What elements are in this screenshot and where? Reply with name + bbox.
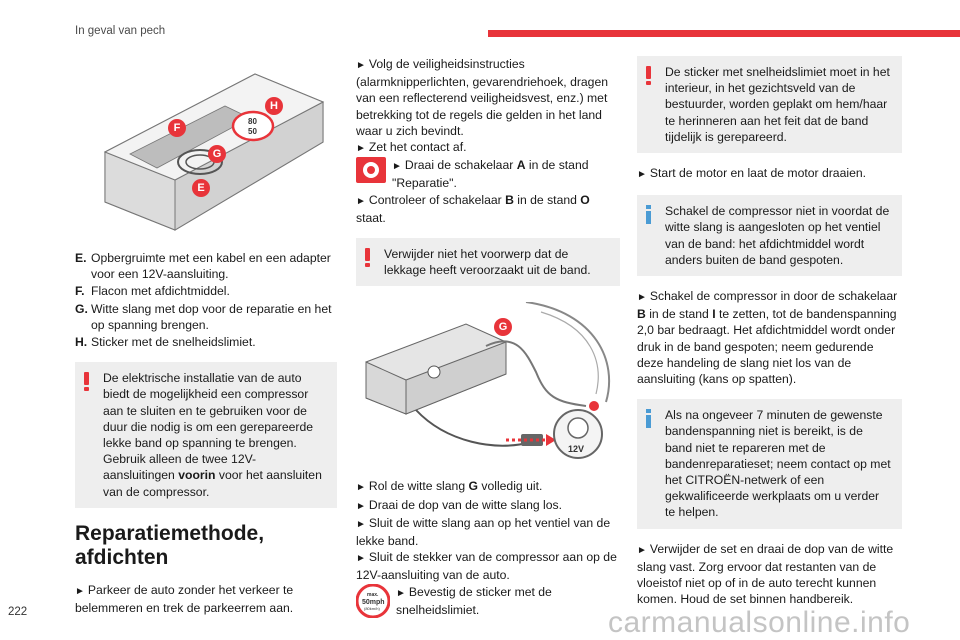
speed-label-top: 80	[248, 117, 257, 126]
step-plug: ►Sluit de stekker van de compressor aan …	[356, 550, 617, 583]
callout-g: G	[494, 318, 512, 337]
info-box-pressure: Als na ongeveer 7 minuten de gewenste ba…	[637, 399, 902, 529]
section-header: In geval van pech	[75, 25, 166, 37]
header-accent-bar	[488, 30, 960, 37]
svg-text:50mph: 50mph	[362, 599, 385, 606]
warning-text-2: Gebruik alleen de twee 12V-aansluitingen…	[103, 452, 322, 499]
warning-text: De sticker met snelheidslimiet moet in h…	[665, 65, 890, 144]
callout-e: E	[192, 179, 210, 197]
column-middle: ►Volg de veiligheidsinstructies (alarmkn…	[356, 56, 620, 618]
info-text: Als na ongeveer 7 minuten de gewenste ba…	[665, 408, 891, 520]
step-switch-b: ►Controleer of schakelaar B in de stand …	[356, 192, 590, 225]
legend-item: F. Flacon met afdichtmiddel.	[75, 284, 230, 299]
legend-item: G. Witte slang met dop voor de reparatie…	[75, 301, 332, 332]
warning-box-sticker: De sticker met snelheidslimiet moet in h…	[637, 56, 902, 154]
step-ignition-off: ►Zet het contact af.	[356, 140, 467, 155]
warning-icon	[646, 66, 651, 85]
column-left: 80 50 F H G E E. Opbergruimte met een ka…	[75, 62, 337, 616]
repair-kit-illustration: 80 50	[75, 62, 337, 242]
speed-sticker-icon: max. 50mph (80km/h)	[356, 583, 390, 618]
callout-g: G	[208, 145, 226, 163]
socket-label: 12V	[568, 444, 584, 454]
callout-f: F	[168, 119, 186, 137]
repair-kit-figure: 80 50 F H G E	[75, 62, 337, 242]
step-remove-kit: ►Verwijder de set en draai de dop van de…	[637, 541, 894, 607]
repair-switch-icon	[356, 157, 386, 184]
info-box-compressor: Schakel de compressor niet in voordat de…	[637, 195, 902, 277]
callout-h: H	[265, 97, 283, 115]
watermark: carmanualsonline.info	[608, 606, 911, 639]
section-title: Reparatiemethode, afdichten	[75, 521, 265, 569]
step-compressor-on: ►Schakel de compressor in door de schake…	[637, 289, 898, 387]
step-list: ►Rol de witte slang G volledig uit. ►Dra…	[356, 478, 620, 618]
component-legend: E. Opbergruimte met een kabel en een ada…	[75, 250, 337, 350]
info-icon	[646, 205, 651, 225]
speed-label-bottom: 50	[248, 127, 257, 136]
step-safety: ►Volg de veiligheidsinstructies (alarmkn…	[356, 57, 609, 138]
info-text: Schakel de compressor niet in voordat de…	[665, 204, 890, 267]
step-sticker: max. 50mph (80km/h) ►Bevestig de sticker…	[356, 583, 620, 618]
step-cap: ►Draai de dop van de witte slang los.	[356, 497, 562, 512]
warning-text: Verwijder niet het voorwerp dat de lekka…	[384, 247, 591, 278]
info-icon	[646, 409, 651, 429]
warning-box-compressor: De elektrische installatie van de auto b…	[75, 362, 337, 508]
warning-box-object: Verwijder niet het voorwerp dat de lekka…	[356, 238, 620, 287]
svg-text:max.: max.	[367, 592, 379, 598]
legend-item: H. Sticker met de snelheidslimiet.	[75, 335, 256, 350]
warning-icon	[84, 372, 89, 392]
warning-icon	[365, 248, 370, 268]
compressor-illustration: 12V	[356, 301, 620, 471]
legend-item: E. Opbergruimte met een kabel en een ada…	[75, 251, 331, 282]
step-engine: ►Start de motor en laat de motor draaien…	[637, 166, 867, 181]
step-unroll: ►Rol de witte slang G volledig uit.	[356, 479, 543, 494]
compressor-connection-figure: 12V G	[356, 301, 620, 471]
step-park: ►Parkeer de auto zonder het verkeer te b…	[75, 582, 294, 616]
warning-text: De elektrische installatie van de auto b…	[103, 371, 314, 451]
step-switch-a: ►Draai de schakelaar A in de stand "Repa…	[356, 157, 620, 191]
column-right: De sticker met snelheidslimiet moet in h…	[637, 56, 902, 607]
step-valve: ►Sluit de witte slang aan op het ventiel…	[356, 515, 611, 549]
svg-text:(80km/h): (80km/h)	[364, 606, 380, 611]
page-number: 222	[8, 606, 28, 618]
